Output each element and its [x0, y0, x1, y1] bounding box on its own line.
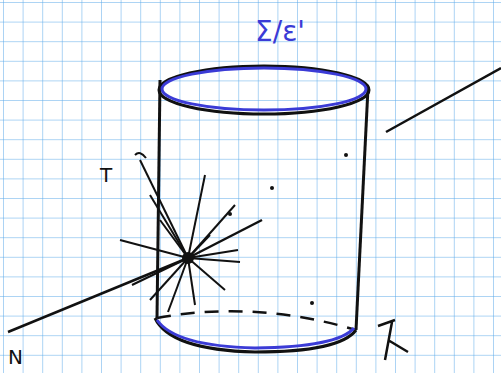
mark-scribble: [378, 320, 408, 360]
top-ellipse-blue: [162, 68, 366, 110]
axis-line: [188, 220, 262, 258]
point-charge: [182, 252, 194, 264]
bottom-front: [155, 318, 356, 352]
axis-line: [8, 258, 188, 332]
bottom-back: [157, 311, 356, 330]
top-ellipse: [159, 66, 369, 114]
surface-label: Σ/ε': [255, 18, 305, 46]
axis-line: [386, 68, 501, 132]
point-label: T: [100, 165, 112, 185]
end-label: N: [8, 347, 23, 367]
bottom-front-blue: [157, 320, 354, 348]
cylinder-side: [356, 88, 368, 330]
hidden-dots: [228, 153, 348, 305]
field-lines: [120, 153, 240, 312]
